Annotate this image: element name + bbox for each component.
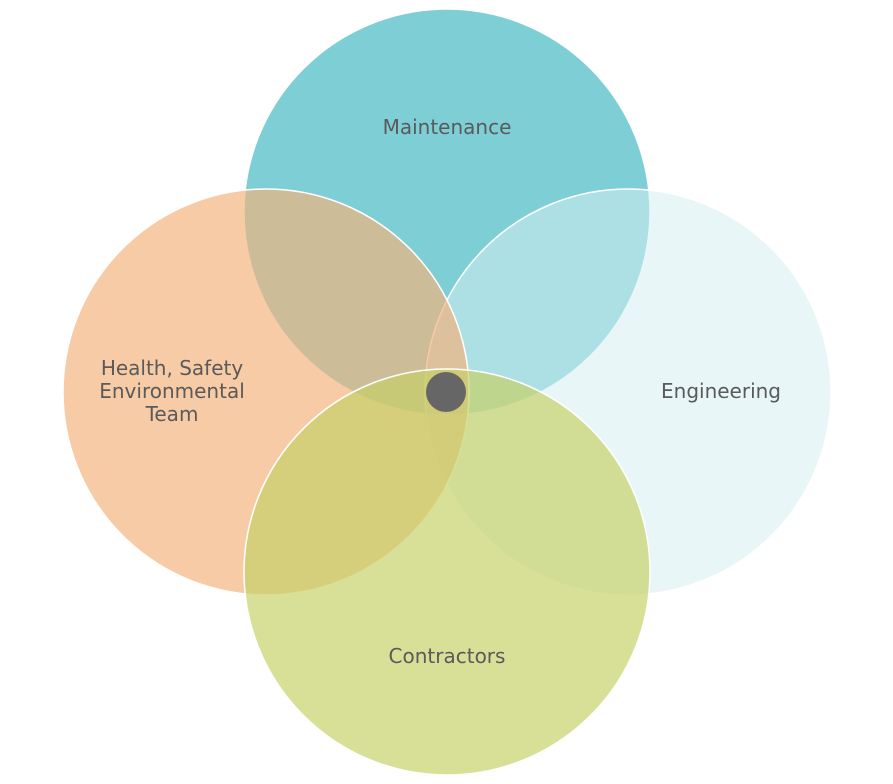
circle-contractors: [243, 368, 651, 776]
label-engineering: Engineering: [661, 379, 781, 403]
label-hse-line-2: Environmental: [99, 379, 245, 403]
label-contractors: Contractors: [388, 644, 506, 668]
label-hse-line-1: Health, Safety: [100, 356, 244, 380]
label-maintenance: Maintenance: [382, 115, 512, 139]
label-hse-line-3: Team: [145, 402, 199, 426]
label-hse: Health, Safety Environmental Team: [72, 357, 272, 426]
center-dot: [426, 372, 466, 412]
